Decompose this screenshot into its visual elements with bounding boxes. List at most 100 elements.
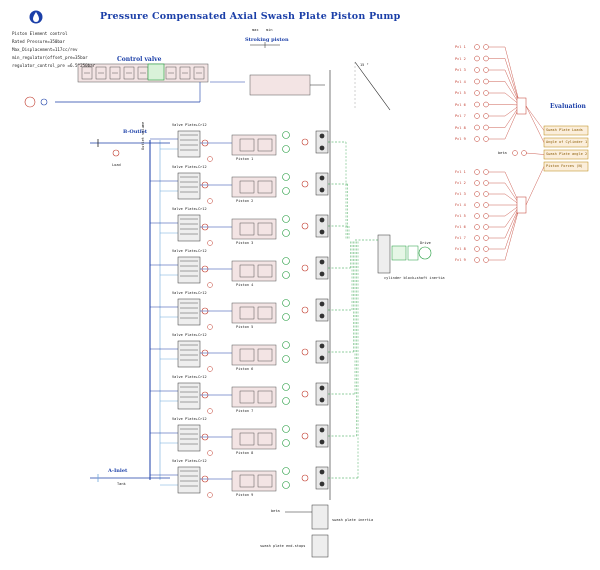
piston-force-sensor — [282, 313, 290, 321]
piston-position-sensor — [282, 257, 290, 265]
eval-output-label: Swash Plate Loads — [546, 128, 583, 132]
shaft-speed-sensor — [391, 245, 407, 261]
signal-line — [489, 204, 521, 239]
param-line: min_regulator(offset_pre=35bar — [12, 55, 88, 60]
piston-rod — [257, 222, 273, 236]
eval-input-label: Pcl 2 — [455, 56, 466, 61]
valve-plate-label: Valve Plate+Cr12 — [172, 459, 207, 463]
valve-plate-block — [177, 298, 201, 326]
signal-line — [489, 92, 521, 106]
gain-icon — [483, 44, 489, 50]
signal-line — [525, 105, 545, 143]
gain-icon — [483, 136, 489, 142]
input-signal-icon — [474, 55, 480, 62]
sin-function-icon — [301, 222, 309, 230]
sin-function-icon — [301, 348, 309, 356]
beta-label: beta — [271, 509, 280, 513]
shaft-torque-sensor — [407, 245, 419, 261]
cylinder-block-inertia — [377, 234, 391, 274]
eval-input-label: Pcl 3 — [455, 68, 466, 72]
signal-line — [489, 204, 521, 261]
gain-icon — [483, 67, 489, 73]
piston-rod — [257, 432, 273, 446]
input-signal-icon — [474, 90, 480, 96]
leakage-orifice-icon — [207, 492, 213, 498]
piston-cylinder — [239, 180, 255, 194]
input-signal-icon — [474, 191, 480, 197]
signal-line — [489, 204, 521, 228]
mux-block — [516, 97, 527, 115]
piston-position-sensor — [282, 173, 290, 181]
control-spool-mass — [147, 63, 165, 81]
eval-input-label: Fcl 6 — [455, 225, 466, 229]
eval-input-label: Fcl 3 — [455, 192, 466, 196]
leakage-orifice-icon — [207, 282, 213, 288]
gain-icon — [483, 235, 489, 241]
page-title: Pressure Compensated Axial Swash Plate P… — [100, 11, 401, 22]
slipper-joint — [319, 259, 325, 265]
piston-label: Piston 1 — [236, 157, 254, 161]
valve-spool-cell — [95, 66, 107, 80]
signal-line — [525, 152, 545, 155]
signal-line — [489, 46, 521, 106]
slipper-joint — [319, 217, 325, 223]
sin-function-icon — [301, 180, 309, 188]
gain-icon — [483, 90, 489, 96]
valve-plate-label: Valve Plate+Cr12 — [172, 375, 207, 379]
b-outlet-label: B-Outlet — [123, 129, 148, 135]
piston-force-sensor — [282, 397, 290, 405]
signal-line — [489, 193, 521, 206]
eval-input-label: Pcl 4 — [455, 79, 466, 84]
slipper-joint — [319, 301, 325, 307]
slipper-joint — [319, 229, 325, 235]
slipper-joint — [319, 145, 325, 151]
slipper-joint — [319, 343, 325, 349]
load-orifice-icon — [112, 149, 120, 157]
mux-block — [516, 196, 527, 214]
piston-position-sensor — [282, 341, 290, 349]
input-signal-icon — [474, 257, 480, 263]
leakage-orifice-icon — [207, 366, 213, 372]
valve-plate-block — [177, 256, 201, 284]
input-signal-icon — [474, 113, 480, 119]
piston-force-sensor — [282, 355, 290, 363]
piston-force-sensor — [282, 187, 290, 195]
valve-plate-label: Valve Plate+Cr12 — [172, 291, 207, 295]
piston-force-sensor — [282, 481, 290, 489]
eval-input-label: Pcl 6 — [455, 102, 466, 107]
param-line: Max_Displacement=117cc/rev — [12, 47, 78, 52]
valve-plate-label: Valve Plate+Cr12 — [172, 417, 207, 421]
piston-force-sensor — [282, 271, 290, 279]
valve-spool-cell — [193, 66, 205, 80]
piston-label: Piston 5 — [236, 325, 254, 329]
piston-cylinder — [239, 390, 255, 404]
eval-input-label: Pcl 5 — [455, 91, 466, 95]
signal-line — [525, 105, 545, 131]
piston-label: Piston 7 — [236, 409, 254, 413]
slipper-joint — [319, 175, 325, 181]
piston-rod — [257, 306, 273, 320]
param-line: Rated Pressure=350bar — [12, 39, 65, 44]
slipper-joint — [319, 385, 325, 391]
signal-line — [489, 204, 521, 217]
signal-line — [489, 104, 521, 106]
piston-label: Piston 3 — [236, 241, 254, 245]
signal-line — [489, 69, 521, 106]
gain-icon — [483, 169, 489, 175]
piston-cylinder — [239, 306, 255, 320]
piston-label: Piston 6 — [236, 367, 254, 371]
beta-label: beta — [498, 151, 507, 155]
signal-line — [489, 81, 521, 106]
slipper-joint — [319, 355, 325, 361]
valve-spool-cell — [81, 66, 93, 80]
eval-input-label: Fcl 7 — [455, 236, 466, 240]
eval-input-label: Fcl 9 — [455, 258, 466, 262]
drive-label: Drive — [420, 241, 431, 245]
sensor-icon — [40, 98, 48, 106]
valve-plate-block — [177, 382, 201, 410]
eval-input-label: Pcl 8 — [455, 125, 466, 130]
piston-cylinder — [239, 222, 255, 236]
piston-position-sensor — [282, 425, 290, 433]
swash-inertia-label: swash plate inertia — [332, 518, 374, 522]
valve-spool-cell — [123, 66, 135, 80]
